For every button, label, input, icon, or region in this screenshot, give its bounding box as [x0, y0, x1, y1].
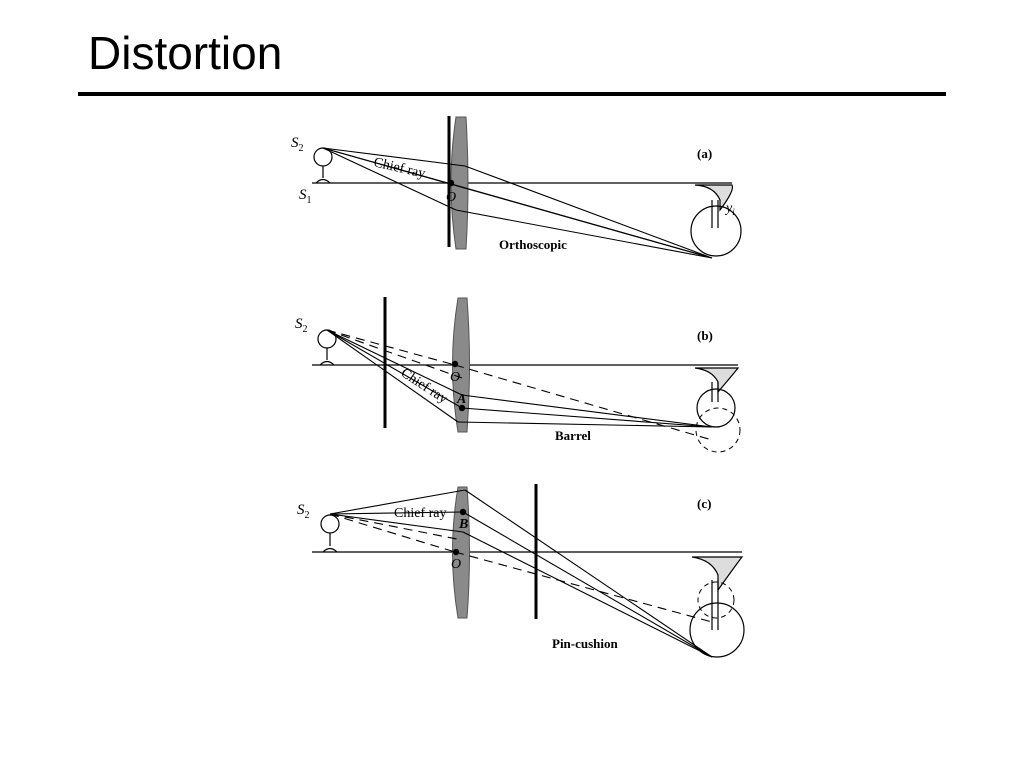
caption-pin-cushion: Pin-cushion [552, 636, 619, 651]
ideal-image-dashed [697, 581, 735, 619]
panel-a: S2 S1 Chief ray O (a) yi Orthoscopic [291, 116, 742, 259]
stop-point-label: B [458, 517, 468, 532]
source-top-label: S2 [297, 502, 310, 521]
center-point-label: O [450, 370, 460, 385]
source-top-label: S2 [291, 135, 304, 154]
object-lamp [313, 147, 333, 184]
stop-point-b [459, 508, 467, 516]
ray-bundle [326, 329, 713, 428]
center-point-o [447, 179, 455, 187]
caption-orthoscopic: Orthoscopic [499, 237, 567, 252]
lens [452, 297, 470, 433]
stop-point-label: A [456, 392, 466, 407]
panel-b: S2 Chief ray O A (b) Barrel [295, 297, 741, 453]
title-divider [78, 92, 946, 96]
panel-tag-a: (a) [697, 146, 712, 161]
slide-title: Distortion [88, 27, 283, 79]
center-point-o [451, 360, 459, 368]
source-top-label: S2 [295, 316, 308, 335]
chief-ray-label: Chief ray [394, 506, 446, 521]
image-lamp [689, 556, 745, 658]
panel-tag-b: (b) [697, 328, 713, 343]
image-lamp [690, 184, 742, 257]
panel-c: S2 Chief ray B O (c) Pin-cushion [297, 484, 745, 658]
image-height-label: yi [724, 201, 735, 217]
stop-point-a [458, 404, 466, 412]
paraxial-rays-dashed [329, 513, 713, 623]
object-lamp [317, 329, 337, 366]
paraxial-rays-dashed [326, 329, 713, 441]
chief-ray-label: Chief ray [372, 155, 427, 181]
center-point-label: O [446, 190, 456, 205]
image-lamp [694, 367, 740, 428]
panel-tag-c: (c) [697, 496, 711, 511]
chief-ray-label: Chief ray [398, 366, 450, 407]
caption-barrel: Barrel [555, 428, 591, 443]
lens [450, 116, 469, 250]
ideal-image-dashed [695, 407, 741, 453]
ray-bundle [329, 489, 713, 658]
ray-bundle [322, 147, 713, 259]
object-lamp [320, 514, 340, 553]
source-bottom-label: S1 [299, 187, 312, 206]
center-point-label: O [451, 557, 461, 572]
center-point-o [452, 548, 460, 556]
